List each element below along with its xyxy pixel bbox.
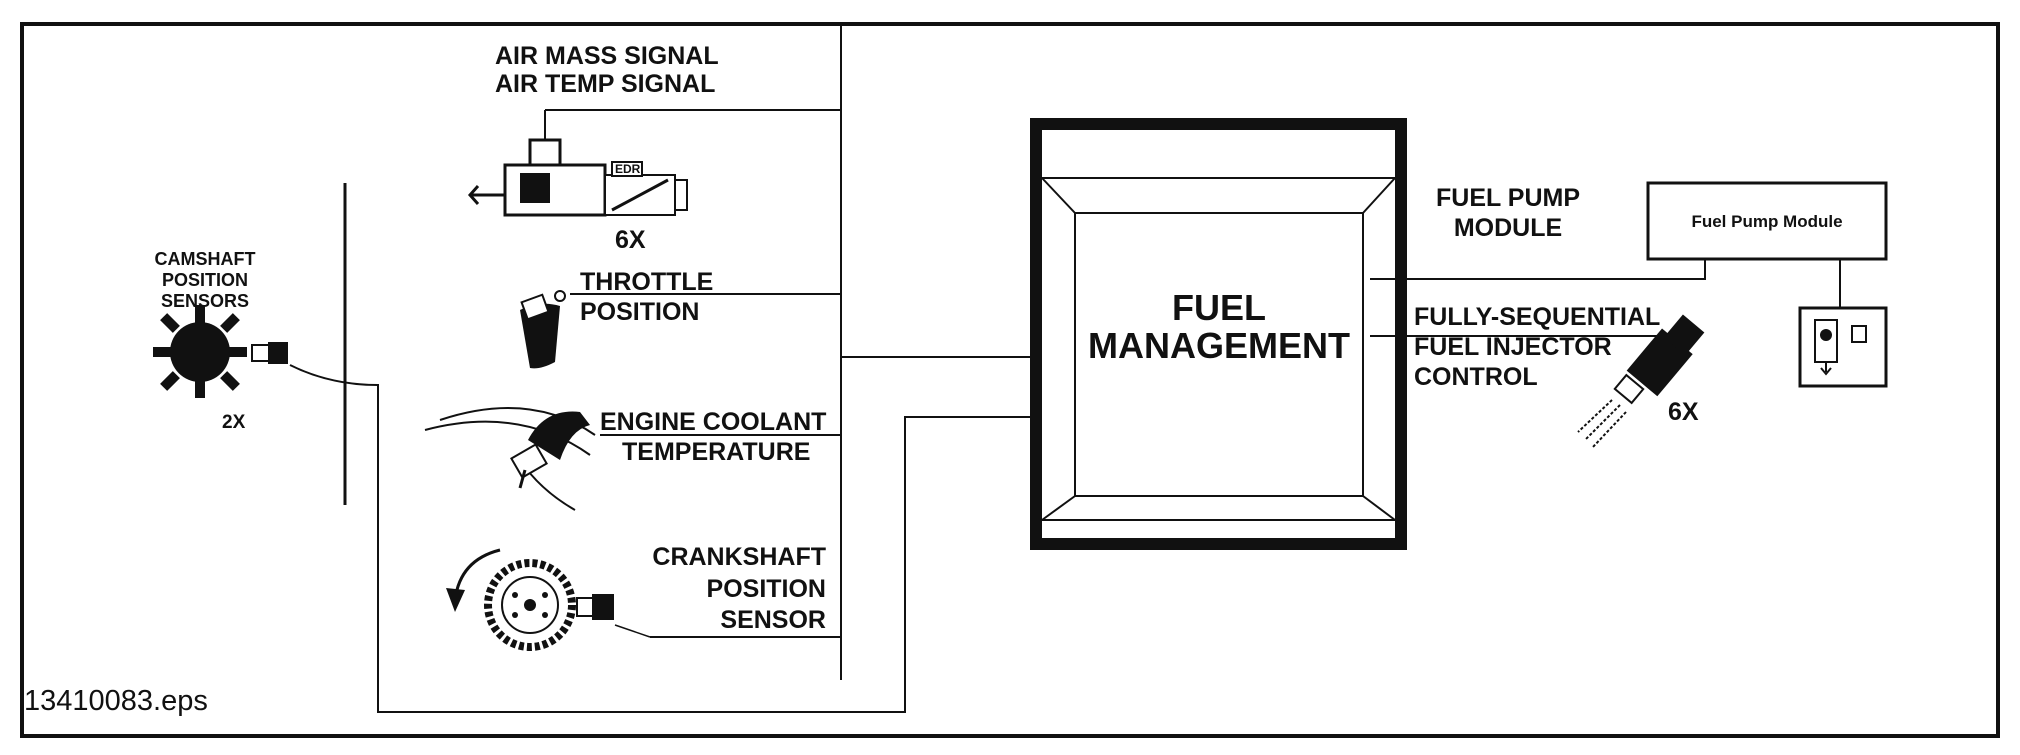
- fuel-pump-module-label-1: FUEL PUMP: [1436, 184, 1580, 212]
- diagram-frame: [20, 22, 2000, 738]
- camshaft-label-2: POSITION: [162, 270, 248, 290]
- fuel-management-outer: [1030, 118, 1407, 550]
- camshaft-sensor-icon: [153, 305, 288, 398]
- engine-coolant-label-2: TEMPERATURE: [622, 438, 810, 466]
- camshaft-multiplier-label: 2X: [222, 412, 246, 433]
- bevel-tl: [1041, 177, 1076, 214]
- filename-label: 13410083.eps: [24, 685, 208, 717]
- throttle-label-1: THROTTLE: [580, 268, 713, 296]
- fuel-injector-label-2: FUEL INJECTOR: [1414, 333, 1612, 361]
- coolant-temperature-sensor-icon: [424, 407, 596, 511]
- pump-outlet: [1820, 362, 1832, 376]
- crankshaft-label-2: POSITION: [707, 575, 826, 603]
- mass-air-flow-sensor-icon: [467, 138, 688, 217]
- fuel-injector-label-1: FULLY-SEQUENTIAL: [1414, 303, 1660, 331]
- camshaft-label-3: SENSORS: [161, 291, 249, 311]
- cam-return-path: [289, 364, 1040, 713]
- fuel-pump-module-box: [1646, 181, 1888, 261]
- engine-coolant-label-1: ENGINE COOLANT: [600, 408, 826, 436]
- bevel-bl: [1041, 495, 1076, 521]
- maf-multiplier-label: 6X: [615, 226, 646, 254]
- fuel-injector-multiplier-label: 6X: [1668, 398, 1699, 426]
- air-temp-signal-label: AIR TEMP SIGNAL: [495, 70, 715, 98]
- throttle-position-sensor-icon: [520, 290, 566, 369]
- crank-wire: [614, 624, 651, 638]
- fm-to-pump-wire: [1370, 258, 1706, 280]
- fuel-pump-icon: [1798, 306, 1888, 388]
- pump-motor: [1820, 329, 1832, 341]
- fuel-pump-module-box-label: Fuel Pump Module: [1691, 212, 1842, 231]
- bevel-br: [1362, 495, 1396, 521]
- fuel-injector-icon: [1577, 314, 1705, 449]
- fuel-management-title-2: MANAGEMENT: [1088, 325, 1350, 366]
- bevel-tr: [1362, 177, 1396, 214]
- fuel-injector-label-3: CONTROL: [1414, 363, 1538, 391]
- air-mass-signal-label: AIR MASS SIGNAL: [495, 42, 719, 70]
- camshaft-label-1: CAMSHAFT: [155, 249, 256, 269]
- fuel-management-inner: [1074, 212, 1364, 497]
- crankshaft-label-3: SENSOR: [720, 606, 826, 634]
- fuel-management-title-1: FUEL: [1172, 287, 1266, 328]
- edr-label: EDR: [615, 162, 641, 176]
- crankshaft-label-1: CRANKSHAFT: [652, 543, 826, 571]
- crankshaft-sensor-icon: [484, 559, 614, 651]
- fuel-pump-module-label-2: MODULE: [1454, 214, 1562, 242]
- pump-connector: [1851, 325, 1867, 343]
- throttle-label-2: POSITION: [580, 298, 699, 326]
- rotation-arrow-head: [446, 588, 465, 612]
